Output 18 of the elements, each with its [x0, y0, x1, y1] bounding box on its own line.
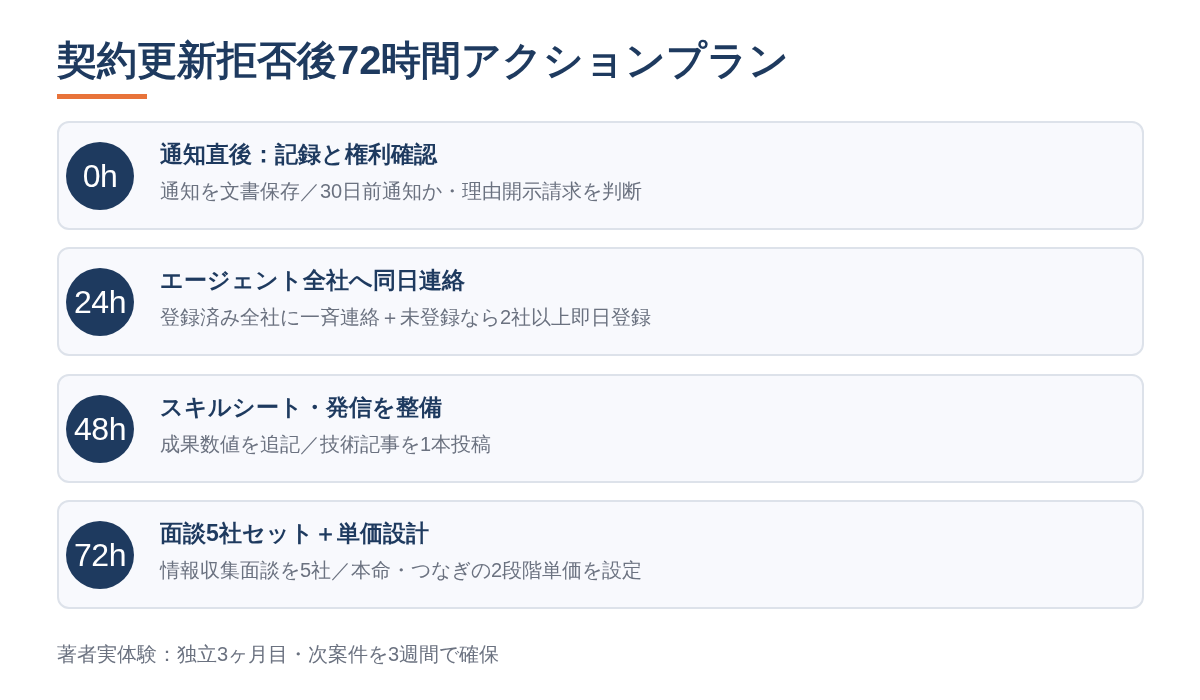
step-heading: 通知直後：記録と権利確認	[160, 140, 437, 169]
step-description: 通知を文書保存／30日前通知か・理由開示請求を判断	[160, 179, 643, 204]
time-circle: 72h	[66, 521, 134, 589]
step-card	[57, 500, 1144, 609]
time-circle: 0h	[66, 142, 134, 210]
step-heading: 面談5社セット＋単価設計	[160, 519, 429, 548]
step-card	[57, 374, 1144, 483]
step-heading: スキルシート・発信を整備	[160, 393, 442, 422]
time-circle: 48h	[66, 395, 134, 463]
step-heading: エージェント全社へ同日連絡	[160, 266, 465, 295]
caption: 著者実体験：独立3ヶ月目・次案件を3週間で確保	[57, 642, 500, 667]
title: 契約更新拒否後72時間アクションプラン	[57, 37, 790, 84]
step-description: 登録済み全社に一斉連絡＋未登録なら2社以上即日登録	[160, 305, 652, 330]
step-card	[57, 121, 1144, 230]
step-description: 情報収集面談を5社／本命・つなぎの2段階単価を設定	[160, 558, 643, 583]
time-circle: 24h	[66, 268, 134, 336]
step-card	[57, 247, 1144, 356]
step-description: 成果数値を追記／技術記事を1本投稿	[160, 432, 492, 457]
